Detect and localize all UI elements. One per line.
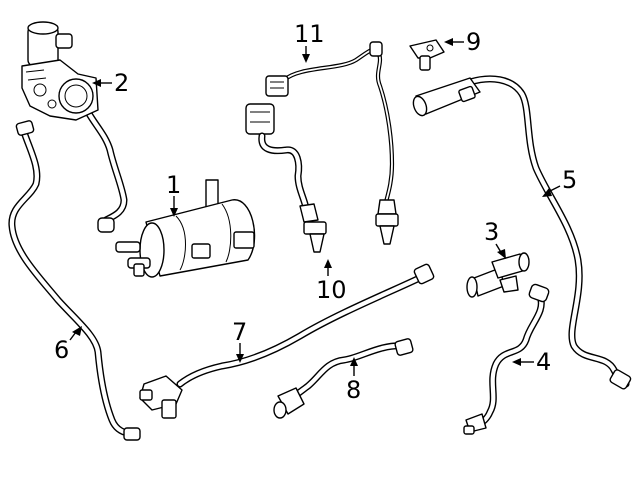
part-6-hose [8,120,141,441]
part-1-canister [115,179,256,278]
callout-1: 1 [166,171,181,199]
part-11-harness [265,41,399,245]
part-10-oxygen-sensor [245,103,327,253]
callout-9: 9 [466,28,481,56]
callout-labels: 1 2 3 4 5 6 7 8 9 10 11 [54,20,577,404]
leader-lines [69,38,561,376]
part-3-tee [466,252,530,298]
part-4-hose [463,283,550,435]
callout-8: 8 [346,376,361,404]
part-8-hose [273,338,414,419]
callout-3: 3 [484,218,499,246]
part-7-hose [139,263,435,419]
callout-7: 7 [232,318,247,346]
callout-10: 10 [316,276,347,304]
callout-5: 5 [562,166,577,194]
callout-4: 4 [536,348,551,376]
callout-2: 2 [114,69,129,97]
callout-11: 11 [294,20,325,48]
part-9-sensor [409,39,445,71]
part-5-hose [412,75,632,390]
callout-6: 6 [54,336,69,364]
part-2-purge-valve [21,21,128,233]
